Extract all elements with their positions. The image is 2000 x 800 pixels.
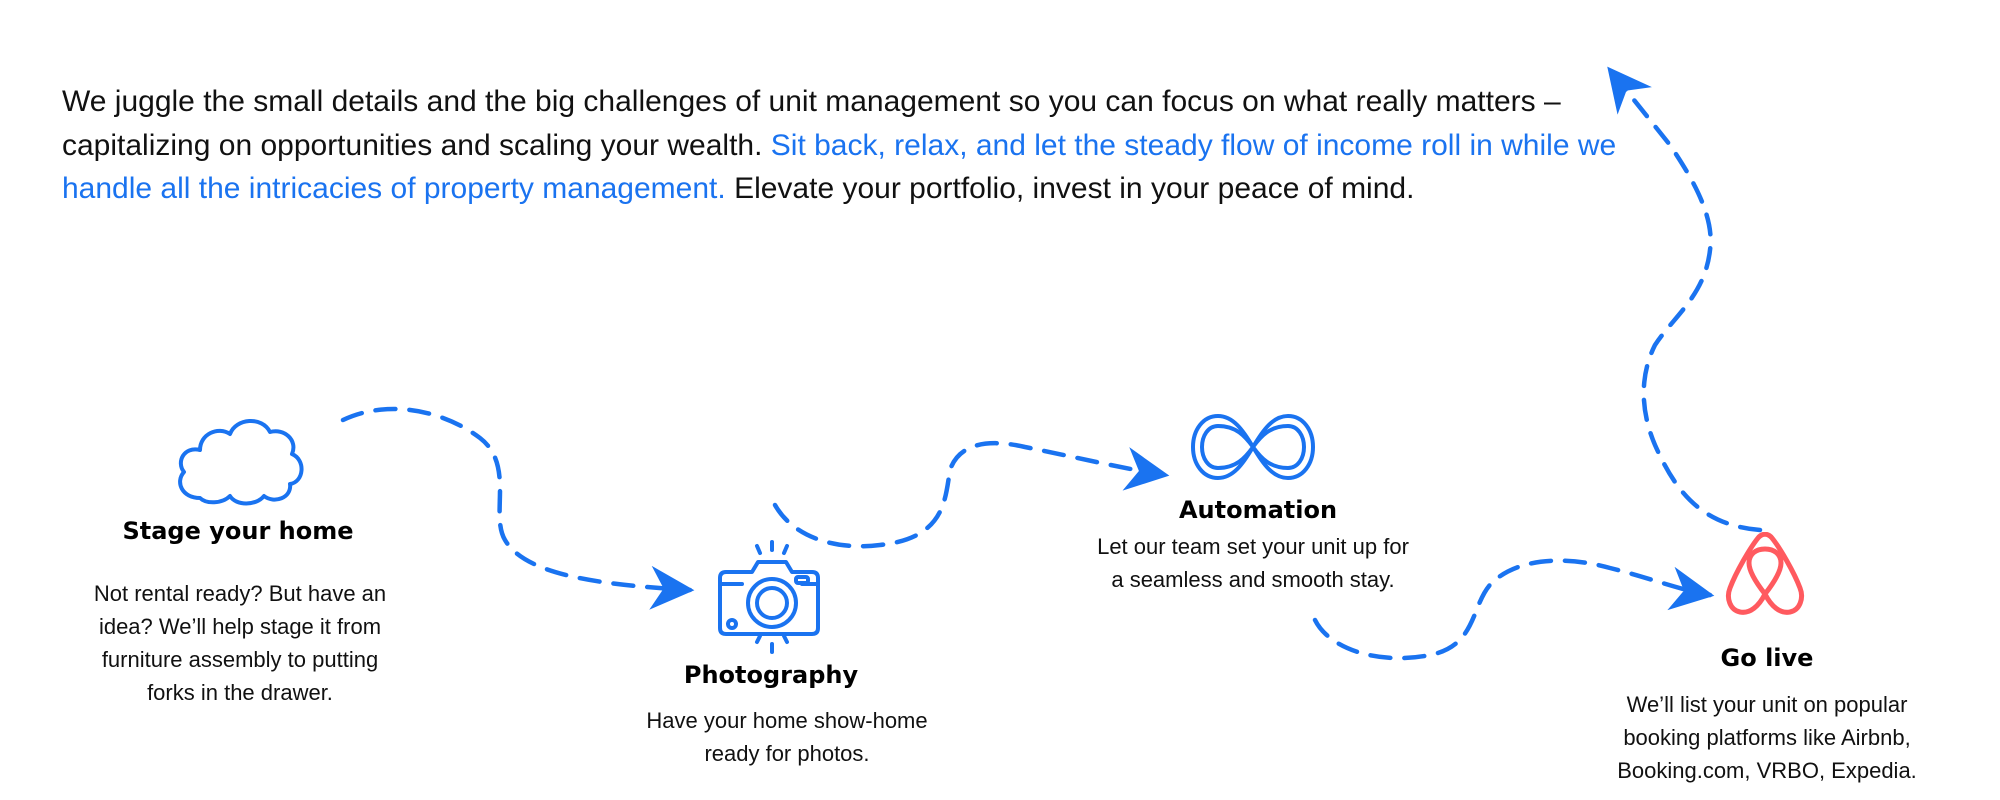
infinity-icon [1190, 413, 1316, 481]
flow-arrow-photo-to-automation [772, 440, 1170, 549]
flow-arrow-stage-to-photo [340, 406, 695, 610]
airbnb-logo-icon [1725, 532, 1805, 615]
camera-icon [718, 540, 820, 654]
intro-text-end: Elevate your portfolio, invest in your p… [734, 172, 1415, 205]
step-desc-automation: Let our team set your unit up for a seam… [1097, 534, 1409, 592]
flow-arrow-golive-up [1607, 66, 1763, 533]
cloud-icon [178, 419, 304, 506]
intro-highlight: Sit back, relax, and let the steady flow… [62, 128, 1617, 206]
flow-arrow-automation-to-golive [1312, 558, 1715, 661]
step-desc-stage: Not rental ready? But have an idea? We’l… [93, 581, 387, 705]
step-title-golive: Go live [1720, 644, 1814, 672]
step-title-stage: Stage your home [122, 517, 354, 545]
step-desc-photography: Have your home show-home ready for photo… [646, 708, 928, 766]
step-title-automation: Automation [1178, 496, 1338, 524]
intro-paragraph: We juggle the small details and the big … [62, 80, 1622, 211]
step-desc-golive: We’ll list your unit on popular booking … [1617, 692, 1917, 783]
step-title-photography: Photography [683, 661, 859, 689]
intro-text: We juggle the small details and the big … [62, 85, 1561, 162]
